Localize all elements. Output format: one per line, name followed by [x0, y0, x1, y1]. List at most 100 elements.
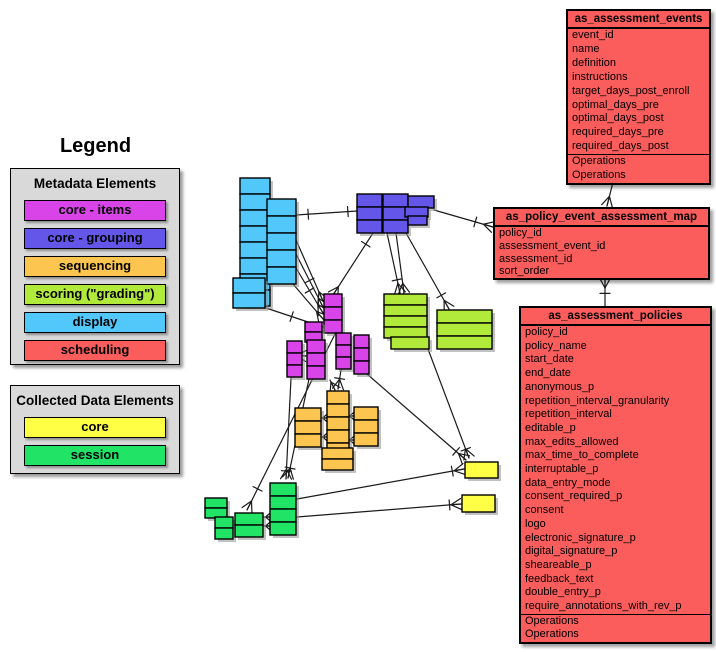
crowfoot — [289, 467, 294, 480]
table-field-row: consent — [525, 504, 564, 517]
entity-stack-session — [269, 495, 297, 510]
cardinality-tick — [360, 240, 371, 248]
crowfoot — [315, 310, 320, 324]
table-field-row: definition — [572, 56, 617, 69]
entity-stack-display — [239, 193, 271, 211]
entity-stack-display — [239, 225, 271, 243]
table-field-row: data_entry_mode — [525, 476, 611, 489]
crowfoot — [241, 500, 253, 509]
entity-stack-session — [214, 527, 234, 540]
table-field-row: repetition_interval — [525, 408, 612, 421]
table-field-row: digital_signature_p — [525, 545, 618, 558]
table-field-row: optimal_days_post — [572, 112, 664, 125]
crowfoot — [482, 223, 494, 228]
crowfoot — [279, 468, 288, 480]
table-field-row: editable_p — [525, 421, 576, 434]
entity-stack-items — [335, 344, 352, 358]
entity-stack-display — [266, 198, 297, 217]
entity-stack-grouping — [382, 219, 409, 234]
cardinality-tick — [304, 287, 315, 294]
legend-swatch-core: core — [24, 417, 166, 438]
table-field-row: optimal_days_pre — [572, 98, 659, 111]
entity-stack-display — [266, 249, 297, 268]
entity-stack-session — [204, 497, 228, 509]
relationship-line — [405, 232, 450, 310]
entity-stack-session — [269, 508, 297, 523]
relationship-line — [285, 377, 292, 480]
crowfoot — [402, 282, 411, 293]
crowfoot — [450, 504, 463, 511]
entity-stack-scoring — [383, 315, 428, 328]
entity-stack-session — [234, 524, 264, 538]
table-field-row: policy_id — [499, 227, 542, 239]
crowfoot — [463, 448, 467, 461]
entity-stack-display — [239, 209, 271, 227]
entity-stack-items — [335, 356, 352, 370]
crowfoot — [338, 378, 345, 391]
crowfoot — [464, 448, 475, 457]
entity-stack-session — [234, 512, 264, 526]
collected-legend-heading: Collected Data Elements — [16, 393, 174, 408]
entity-stack-sequencing — [326, 390, 350, 405]
entity-stack-items — [323, 319, 343, 334]
table-field-row: consent_required_p — [525, 490, 623, 503]
table-field-row: instructions — [572, 70, 628, 83]
table-field-row: name — [572, 42, 600, 55]
table-field-row: anonymous_p — [525, 380, 595, 393]
entity-stack-scoring — [390, 336, 430, 350]
entity-stack-display — [266, 215, 297, 234]
entity-stack-scoring — [436, 309, 493, 324]
table-field-row: start_date — [525, 353, 574, 366]
entity-stack-scoring — [436, 335, 493, 350]
cardinality-tick — [473, 216, 478, 228]
entity-stack-items — [286, 364, 303, 378]
table-field-row: end_date — [525, 367, 571, 380]
entity-stack-core — [464, 461, 499, 479]
table-field-row: interruptable_p — [525, 463, 599, 476]
cardinality-tick — [304, 277, 315, 284]
relationship-line — [295, 210, 358, 216]
collected-legend-swatches: core session — [11, 417, 179, 466]
crowfoot — [402, 282, 405, 294]
entity-stack-scoring — [436, 322, 493, 337]
table-field-row: assessment_id — [499, 252, 573, 265]
table-field-row: required_days_post — [572, 140, 669, 153]
entity-stack-grouping — [356, 193, 383, 208]
crowfoot — [317, 297, 324, 308]
entity-stack-sequencing — [326, 429, 350, 444]
entity-stack-sequencing — [326, 403, 350, 418]
crowfoot — [453, 470, 466, 476]
entity-stack-grouping — [356, 206, 383, 221]
crowfoot — [330, 381, 336, 391]
cardinality-tick — [391, 278, 403, 282]
cardinality-tick — [448, 499, 451, 511]
entity-stack-grouping — [407, 215, 428, 226]
crowfoot — [327, 285, 340, 293]
entity-stack-display — [266, 232, 297, 251]
entity-stack-items — [306, 339, 326, 354]
cardinality-tick — [450, 465, 454, 477]
table-title: as_assessment_events — [568, 11, 709, 29]
cardinality-tick — [452, 447, 460, 456]
legend-title: Legend — [59, 135, 132, 157]
crowfoot — [601, 195, 611, 206]
table-field-row: require_annotations_with_rev_p — [525, 600, 682, 613]
legend-swatch-session: session — [24, 445, 166, 466]
entity-stack-items — [353, 334, 370, 349]
entity-stack-items — [335, 332, 352, 346]
table-field-row: assessment_event_id — [499, 239, 606, 252]
crowfoot — [457, 452, 463, 465]
table-title: as_assessment_policies — [521, 308, 710, 326]
table-field-row: event_id — [572, 29, 614, 41]
table-field-row: policy_id — [525, 326, 568, 338]
table-field-row: max_time_to_complete — [525, 449, 639, 462]
legend-swatch-grouping: core - grouping — [24, 228, 166, 249]
entity-stack-display — [239, 257, 271, 275]
entity-stack-sequencing — [353, 432, 379, 447]
legend-swatch-items: core - items — [24, 200, 166, 221]
entity-stack-grouping — [407, 195, 435, 209]
collected-legend-panel: Collected Data Elements core session — [10, 385, 180, 474]
